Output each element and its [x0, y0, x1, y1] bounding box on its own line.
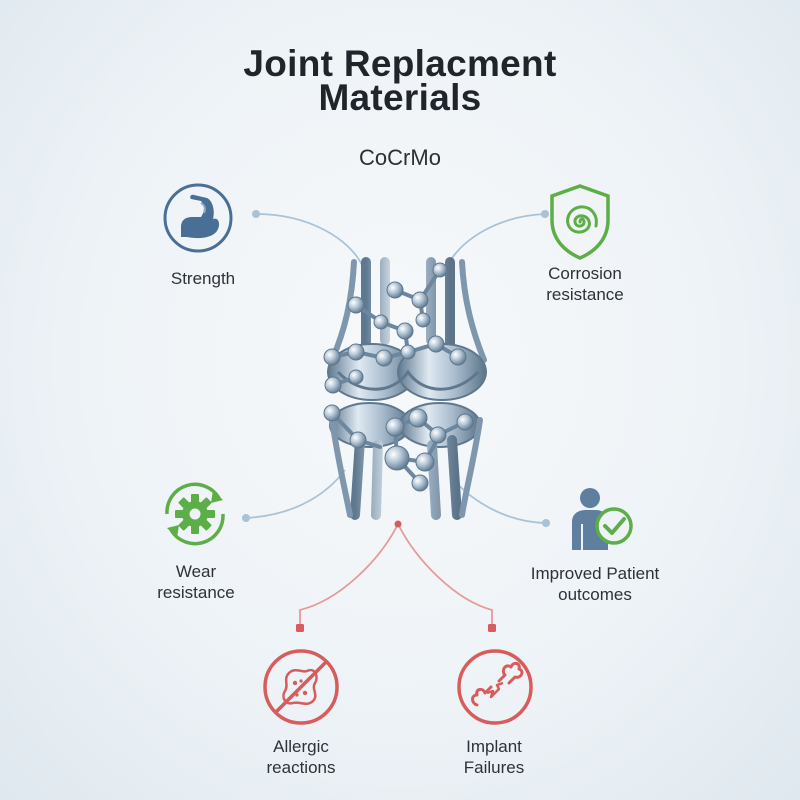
- label-failures-line1: Implant: [466, 737, 522, 756]
- flexed-arm-icon: [163, 183, 233, 253]
- title-line-2: Materials: [318, 77, 482, 118]
- label-strength-line1: Strength: [170, 269, 236, 288]
- dot-corrosion: [541, 210, 549, 218]
- no-allergen-icon: [263, 649, 339, 725]
- label-outcomes-line1: Improved Patient: [530, 564, 660, 583]
- spiral-shield-icon: [550, 184, 610, 260]
- material-subtitle: CoCrMo: [359, 145, 441, 170]
- title-line-1: Joint Replacment: [243, 43, 557, 84]
- broken-bone-icon: [457, 649, 533, 725]
- label-outcomes-line2: outcomes: [558, 585, 632, 604]
- label-allergic: Allergic reactions: [191, 736, 411, 778]
- dot-risk-origin: [394, 520, 402, 528]
- connector-strength: [255, 213, 363, 266]
- label-wear-line2: resistance: [157, 583, 235, 602]
- label-strength: Strength: [93, 268, 313, 289]
- label-corrosion: Corrosion resistance: [475, 263, 695, 305]
- patient-check-icon: [572, 488, 633, 550]
- knee-implant-illustration: [323, 257, 487, 520]
- dot-failures: [488, 624, 496, 632]
- connector-wear: [245, 469, 346, 519]
- dot-outcomes: [542, 519, 550, 527]
- label-corrosion-line2: resistance: [546, 285, 624, 304]
- dot-strength: [252, 210, 260, 218]
- label-wear: Wear resistance: [86, 561, 306, 603]
- label-failures-line2: Failures: [463, 758, 525, 777]
- label-wear-line1: Wear: [175, 562, 217, 581]
- label-allergic-line1: Allergic: [273, 737, 329, 756]
- dot-allergic: [296, 624, 304, 632]
- gear-cycle-icon: [165, 482, 225, 546]
- label-allergic-line2: reactions: [266, 758, 336, 777]
- label-outcomes: Improved Patient outcomes: [485, 563, 705, 605]
- connector-allergic: [299, 523, 399, 628]
- connector-failures: [397, 523, 493, 628]
- label-failures: Implant Failures: [384, 736, 604, 778]
- label-corrosion-line1: Corrosion: [548, 264, 622, 283]
- dot-wear: [242, 514, 250, 522]
